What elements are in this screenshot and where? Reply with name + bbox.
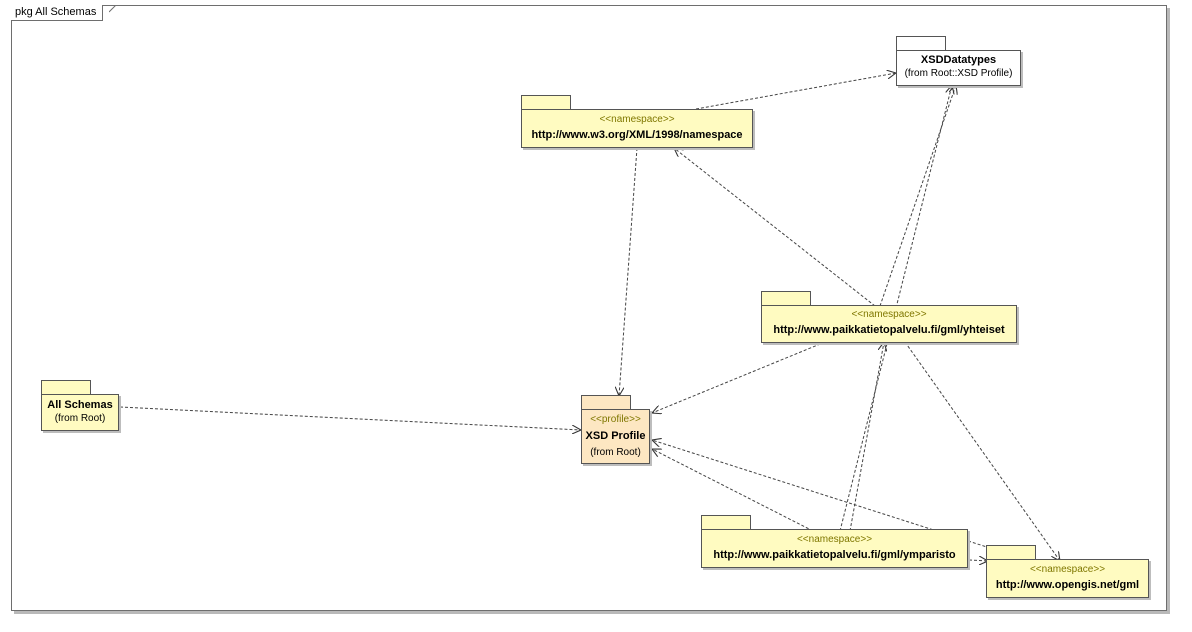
package-name: http://www.w3.org/XML/1998/namespace [531,129,743,141]
edge-allschemas-to-xsdprofile [119,406,581,430]
package-stereotype: <<namespace>> [599,114,675,125]
package-name: http://www.paikkatietopalvelu.fi/gml/ymp… [713,549,956,561]
package-yhteiset-namespace[interactable]: <<namespace>> http://www.paikkatietopalv… [761,291,1019,343]
package-name: http://www.opengis.net/gml [995,579,1140,591]
edge-ymparisto-to-opengis [968,560,988,561]
package-ymparisto-namespace[interactable]: <<namespace>> http://www.paikkatietopalv… [701,515,970,568]
package-stereotype: <<namespace>> [796,534,873,545]
frame-tab-corner [109,5,117,13]
edge-yhteiset-to-w3 [674,148,876,307]
package-tab [521,95,571,110]
package-tab [896,36,946,51]
edge-ymparisto-to-yhteiset [849,342,884,532]
package-body: <<namespace>> http://www.paikkatietopalv… [701,529,968,568]
edge-yhteiset-to-xsddatatypes [879,85,956,307]
package-body: <<namespace>> http://www.paikkatietopalv… [761,305,1017,343]
package-opengis-namespace[interactable]: <<namespace>> http://www.opengis.net/gml [986,545,1151,598]
package-tab [581,395,631,410]
package-name: XSD Profile [585,430,646,442]
package-origin: (from Root) [590,447,641,458]
package-tab [761,291,811,306]
package-all-schemas[interactable]: All Schemas (from Root) [41,380,121,431]
package-body: <<namespace>> http://www.opengis.net/gml [986,559,1149,598]
package-body: <<namespace>> http://www.w3.org/XML/1998… [521,109,753,148]
edge-w3-to-xsddatatypes [695,73,896,110]
package-stereotype: <<namespace>> [851,309,927,320]
edge-yhteiset-to-xsdprofile [652,341,826,413]
package-tab [701,515,751,530]
edge-w3-to-xsdprofile [619,147,638,396]
package-origin: (from Root) [54,413,106,424]
package-w3-namespace[interactable]: <<namespace>> http://www.w3.org/XML/1998… [521,95,755,148]
frame-title: pkg All Schemas [11,5,104,21]
edge-ymparisto-to-xsdprofile [652,449,814,532]
package-name: All Schemas [47,399,113,411]
package-xsd-profile[interactable]: <<profile>> XSD Profile (from Root) [581,395,652,464]
package-stereotype: <<namespace>> [1029,564,1106,575]
edge-opengis-to-xsdprofile [652,440,991,549]
package-tab [986,545,1036,560]
package-name: XSDDatatypes [920,54,997,66]
package-body: <<profile>> XSD Profile (from Root) [581,409,650,464]
package-stereotype: <<profile>> [590,414,641,425]
package-name: http://www.paikkatietopalvelu.fi/gml/yht… [773,324,1005,336]
package-xsddatatypes[interactable]: XSDDatatypes (from Root::XSD Profile) [896,36,1023,86]
package-origin: (from Root::XSD Profile) [904,68,1013,79]
edge-ymparisto-to-xsddatatypes [839,85,952,532]
package-body: All Schemas (from Root) [41,394,119,431]
package-tab [41,380,91,395]
package-body: XSDDatatypes (from Root::XSD Profile) [896,50,1021,86]
